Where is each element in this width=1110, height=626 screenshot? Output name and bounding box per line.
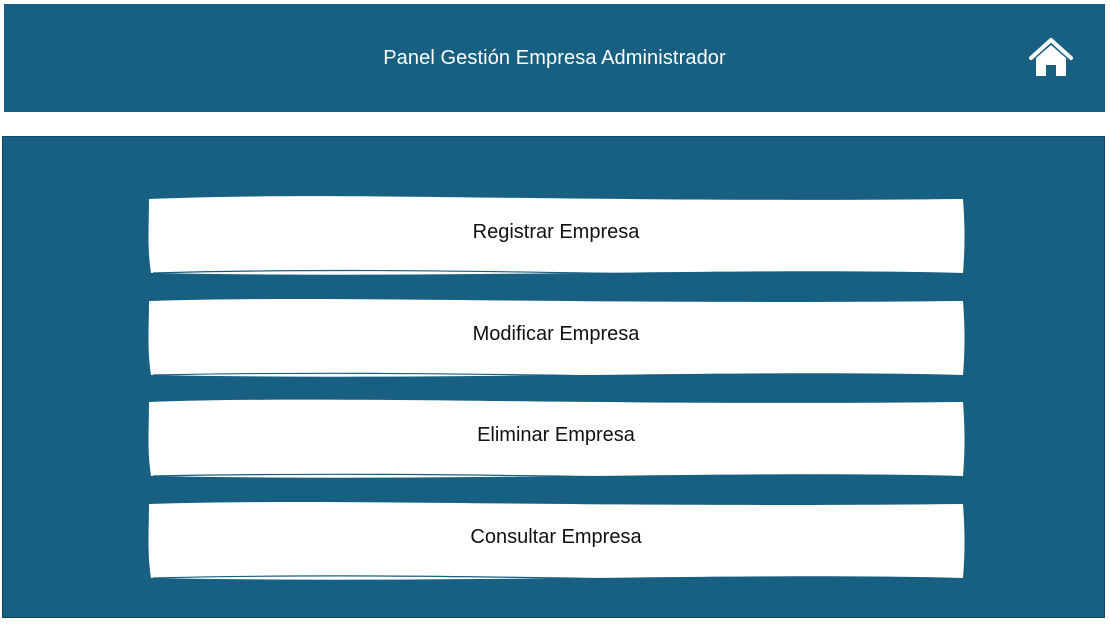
register-company-button[interactable]: Registrar Empresa <box>147 187 965 277</box>
header-bar: Panel Gestión Empresa Administrador <box>4 4 1105 112</box>
consult-company-label: Consultar Empresa <box>470 526 642 548</box>
register-company-label: Registrar Empresa <box>472 221 640 243</box>
button-shape <box>148 295 965 379</box>
button-shape <box>148 192 965 277</box>
home-button[interactable] <box>1027 36 1075 80</box>
main-panel: Registrar Empresa Modificar Empresa Elim… <box>2 136 1105 618</box>
button-shape <box>148 395 965 480</box>
home-icon <box>1029 38 1073 76</box>
delete-company-label: Eliminar Empresa <box>477 424 635 446</box>
button-shape <box>148 498 965 582</box>
modify-company-label: Modificar Empresa <box>472 323 640 345</box>
consult-company-button[interactable]: Consultar Empresa <box>147 492 965 582</box>
page-title: Panel Gestión Empresa Administrador <box>383 47 726 69</box>
modify-company-button[interactable]: Modificar Empresa <box>147 289 965 379</box>
delete-company-button[interactable]: Eliminar Empresa <box>147 390 965 480</box>
